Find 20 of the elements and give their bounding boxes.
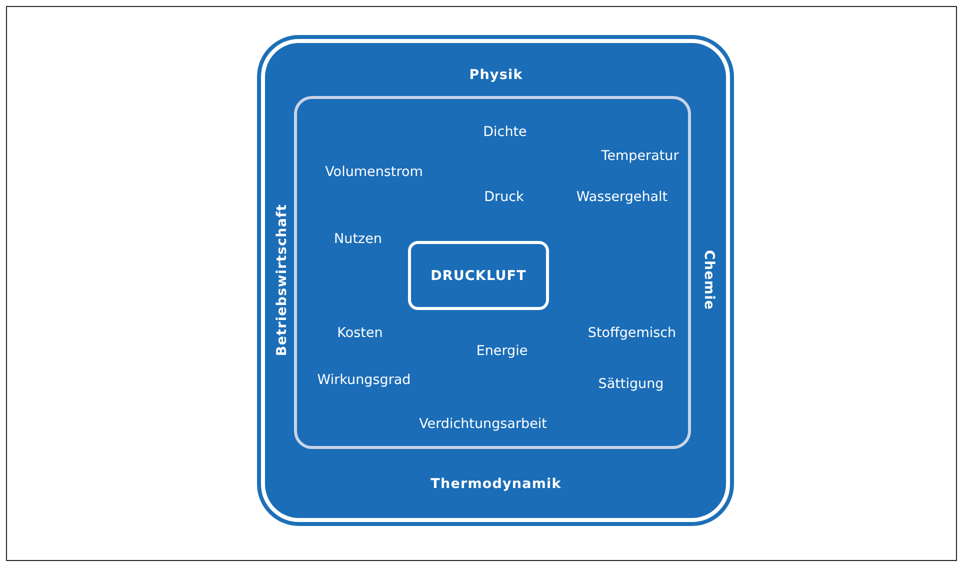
panel-heading: Betriebswirtschaft xyxy=(274,204,290,356)
term-label: Kosten xyxy=(337,325,383,341)
term-label: Volumenstrom xyxy=(325,164,423,180)
inner-panel xyxy=(294,96,691,449)
outer-panel xyxy=(257,35,734,526)
term-label: Temperatur xyxy=(601,148,679,164)
center-box xyxy=(408,241,549,310)
panel-heading: Chemie xyxy=(701,250,717,310)
panel-heading: Thermodynamik xyxy=(430,476,562,492)
term-label: Energie xyxy=(476,343,528,359)
term-label: Verdichtungsarbeit xyxy=(419,416,547,432)
term-label: Stoffgemisch xyxy=(588,325,676,341)
term-label: Wassergehalt xyxy=(576,189,668,205)
box-label: DRUCKLUFT xyxy=(430,268,526,284)
panel-heading: Physik xyxy=(469,67,523,83)
term-label: Wirkungsgrad xyxy=(317,372,411,388)
term-label: Nutzen xyxy=(334,231,382,247)
term-label: Druck xyxy=(484,189,524,205)
term-label: Dichte xyxy=(483,124,527,140)
term-label: Sättigung xyxy=(598,376,664,392)
